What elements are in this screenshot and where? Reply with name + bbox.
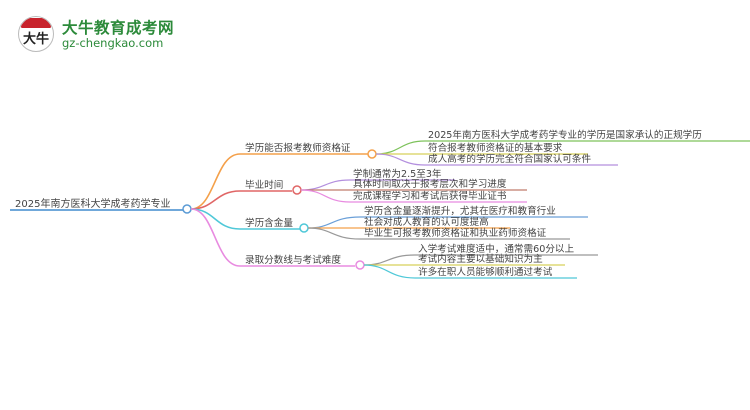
leaf-node[interactable]: 完成课程学习和考试后获得毕业证书	[353, 191, 507, 202]
leaf-node[interactable]: 考试内容主要以基础知识为主	[418, 254, 543, 265]
leaf-node[interactable]: 毕业生可报考教师资格证和执业药师资格证	[364, 228, 547, 239]
branch-node-teacher-cert[interactable]: 学历能否报考教师资格证	[245, 143, 351, 154]
leaf-node[interactable]: 入学考试难度适中，通常需60分以上	[418, 244, 575, 255]
leaf-node[interactable]: 符合报考教师资格证的基本要求	[428, 143, 563, 154]
root-node-circle	[182, 204, 192, 214]
branch-node-degree-value[interactable]: 学历含金量	[245, 218, 293, 229]
leaf-node[interactable]: 许多在职人员能够顺利通过考试	[418, 267, 553, 278]
leaf-node[interactable]: 学历含金量逐渐提升，尤其在医疗和教育行业	[364, 206, 556, 217]
logo-title: 大牛教育成考网	[62, 19, 175, 37]
site-logo[interactable]: 大牛 大牛教育成考网 gz-chengkao.com	[18, 14, 188, 56]
root-node[interactable]: 2025年南方医科大学成考药学专业	[15, 199, 171, 210]
leaf-node[interactable]: 成人高考的学历完全符合国家认可条件	[428, 154, 592, 165]
logo-badge-icon: 大牛	[18, 16, 54, 52]
leaf-node[interactable]: 具体时间取决于报考层次和学习进度	[353, 179, 507, 190]
leaf-node[interactable]: 2025年南方医科大学成考药学专业的学历是国家承认的正规学历	[428, 130, 702, 141]
branch-node-admission-score[interactable]: 录取分数线与考试难度	[245, 255, 341, 266]
leaf-node[interactable]: 社会对成人教育的认可度提高	[364, 217, 489, 228]
branch-node-graduation-time[interactable]: 毕业时间	[245, 180, 284, 191]
leaf-node[interactable]: 学制通常为2.5至3年	[353, 169, 442, 180]
logo-url: gz-chengkao.com	[62, 36, 164, 50]
